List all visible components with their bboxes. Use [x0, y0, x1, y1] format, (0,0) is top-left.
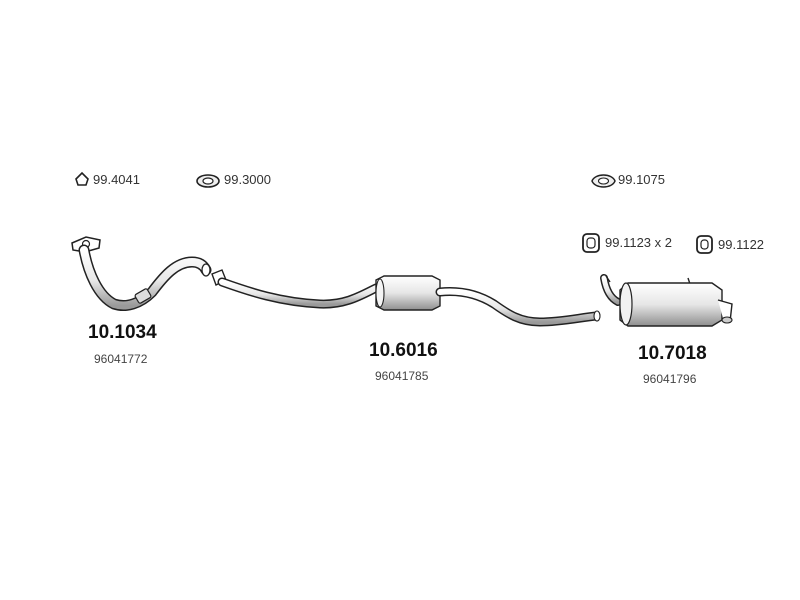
- accessory-code-2: 99.3000: [224, 172, 271, 187]
- part-oem-3: 96041796: [643, 372, 697, 386]
- part-code-1: 10.1034: [88, 322, 157, 343]
- part-oem-1: 96041772: [94, 352, 148, 366]
- part-code-3: 10.7018: [638, 343, 707, 364]
- middle-silencer-icon: [211, 269, 601, 327]
- flange-gasket-icon: [196, 174, 220, 188]
- accessory-code-5: 99.1122: [718, 237, 765, 252]
- accessory-code-3: 99.1075: [618, 172, 665, 187]
- part-oem-2: 96041785: [375, 369, 429, 383]
- accessory-code-4: 99.1123 x 2: [605, 235, 672, 250]
- rubber-mount-icon: [696, 235, 713, 254]
- ring-gasket-icon: [75, 171, 89, 186]
- part-code-2: 10.6016: [369, 340, 438, 361]
- rubber-mount-icon: [582, 233, 600, 253]
- rear-silencer-icon: [600, 274, 733, 327]
- accessory-code-1: 99.4041: [93, 172, 140, 187]
- front-pipe-icon: [71, 236, 212, 311]
- oval-gasket-icon: [591, 174, 616, 188]
